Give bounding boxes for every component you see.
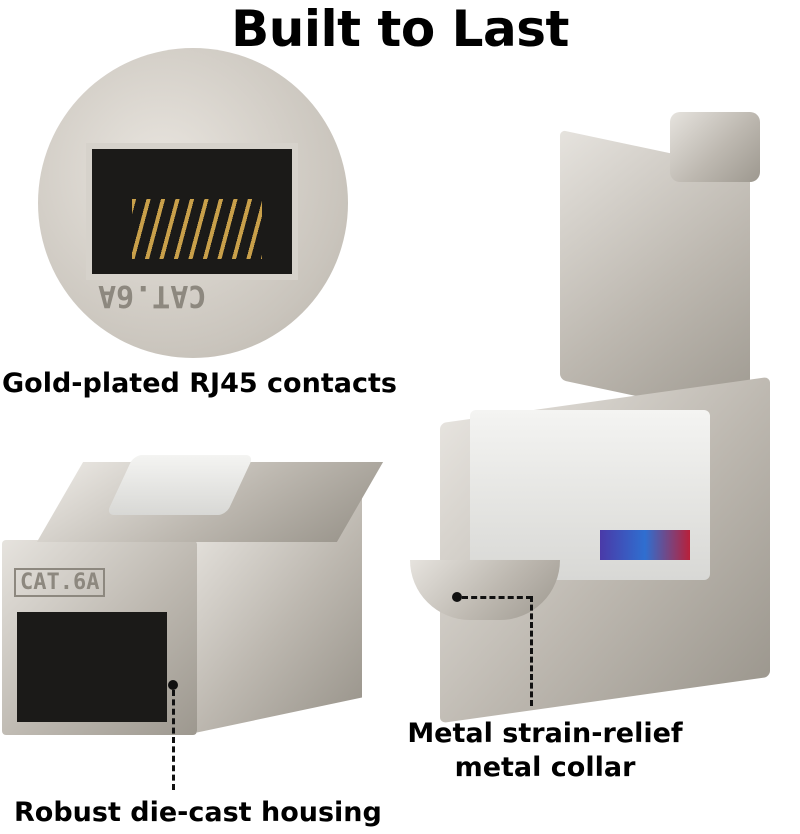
collar-callout-line2: metal collar bbox=[454, 752, 636, 783]
gold-contacts bbox=[132, 199, 262, 259]
housing-pointer-line bbox=[172, 690, 175, 790]
housing-pointer-dot bbox=[168, 680, 178, 690]
idc-terminal-block bbox=[470, 410, 710, 580]
housing-callout: Robust die-cast housing bbox=[14, 797, 382, 828]
jack-port bbox=[17, 612, 167, 722]
rj45-contacts-closeup: CAT.6A bbox=[38, 48, 348, 358]
collar-pointer-vline bbox=[530, 596, 533, 706]
contacts-callout: Gold-plated RJ45 contacts bbox=[2, 368, 397, 399]
collar-callout-line1: Metal strain-relief bbox=[407, 718, 683, 749]
jack-cat6a-marking: CAT.6A bbox=[14, 568, 106, 597]
keystone-jack-front: CAT.6A bbox=[2, 540, 197, 735]
page-title: Built to Last bbox=[231, 0, 569, 58]
cable-collar bbox=[670, 112, 760, 182]
collar-pointer-dot bbox=[452, 592, 462, 602]
color-code-label bbox=[600, 530, 690, 560]
rj45-port bbox=[86, 143, 298, 280]
cat6a-marking: CAT.6A bbox=[98, 278, 207, 313]
collar-pointer-hline bbox=[462, 596, 532, 599]
